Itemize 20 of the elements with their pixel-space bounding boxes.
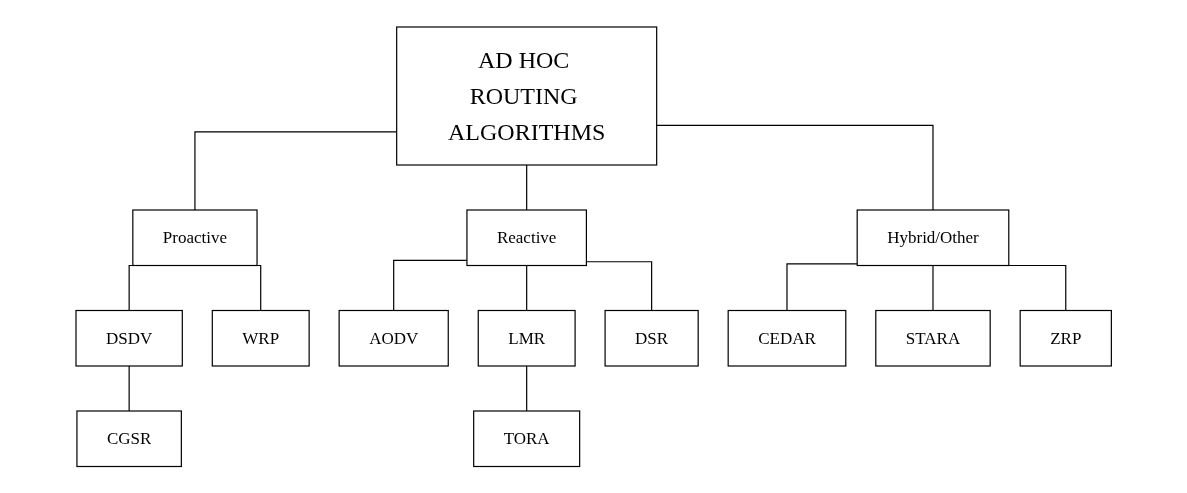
connector [525,264,528,311]
node-box: DSDV [75,309,183,367]
connector [786,263,858,311]
node-box: Proactive [132,209,258,266]
node-box: CEDAR [727,309,847,367]
node-box: ZRP [1019,309,1112,367]
node-box: DSR [604,309,699,367]
node-box: STARA [875,309,991,367]
connector [525,164,528,211]
node-box: Hybrid/Other [856,209,1010,266]
node-box: AODV [338,309,449,367]
connector [932,264,934,311]
node-box: WRP [211,309,310,367]
connector [128,365,130,412]
node-box: CGSR [76,410,182,467]
node-box: LMR [477,309,576,367]
node-box: TORA [472,410,581,467]
node-box: AD HOC ROUTING ALGORITHMS [395,26,658,166]
node-box: Reactive [466,209,587,266]
connector [525,365,528,412]
